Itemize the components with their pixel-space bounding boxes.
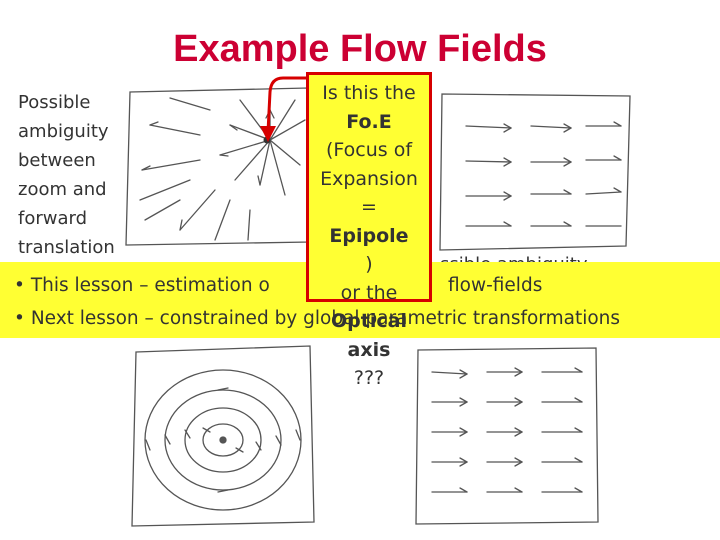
page-title: Example Flow Fields — [0, 28, 720, 71]
callout-line: Fo.E — [309, 108, 429, 137]
rotation-flow-sketch — [128, 340, 318, 530]
callout-axis: axis — [348, 339, 391, 361]
ambiguity-note-line: zoom and — [18, 175, 138, 204]
ambiguity-note-line: Possible — [18, 88, 138, 117]
bullet-text: This lesson – estimation o — [31, 275, 270, 296]
bullet-marker: • — [14, 275, 25, 296]
ambiguity-note-line: forward — [18, 204, 138, 233]
callout-equals: = — [309, 193, 429, 222]
callout-line: (Focus of — [309, 136, 429, 165]
ambiguity-note-line: ambiguity — [18, 117, 138, 146]
ambiguity-note: Possible ambiguity between zoom and forw… — [18, 88, 138, 262]
bullet-item-1: • This lesson – estimation o — [14, 275, 270, 296]
callout-line: axis ??? — [309, 336, 429, 393]
bullet-item-1-tail: flow-fields — [448, 275, 542, 296]
callout-line: = Epipole) — [309, 193, 429, 279]
callout-paren: ) — [309, 250, 429, 279]
ambiguity-note-line: between — [18, 146, 138, 175]
callout-question: ??? — [309, 364, 429, 393]
callout-epipole: Epipole — [329, 225, 408, 247]
callout-line: or the — [309, 279, 429, 308]
translation-flow-sketch-top — [436, 86, 636, 254]
callout-line: Is this the — [309, 79, 429, 108]
callout-line: Optical — [309, 307, 429, 336]
translation-flow-sketch-bottom — [412, 342, 602, 528]
focus-of-expansion-callout: Is this the Fo.E (Focus of Expansion = Ep… — [306, 72, 432, 302]
bullet-marker: • — [14, 308, 25, 329]
ambiguity-note-line: translation — [18, 233, 138, 262]
callout-line: Expansion — [309, 165, 429, 194]
